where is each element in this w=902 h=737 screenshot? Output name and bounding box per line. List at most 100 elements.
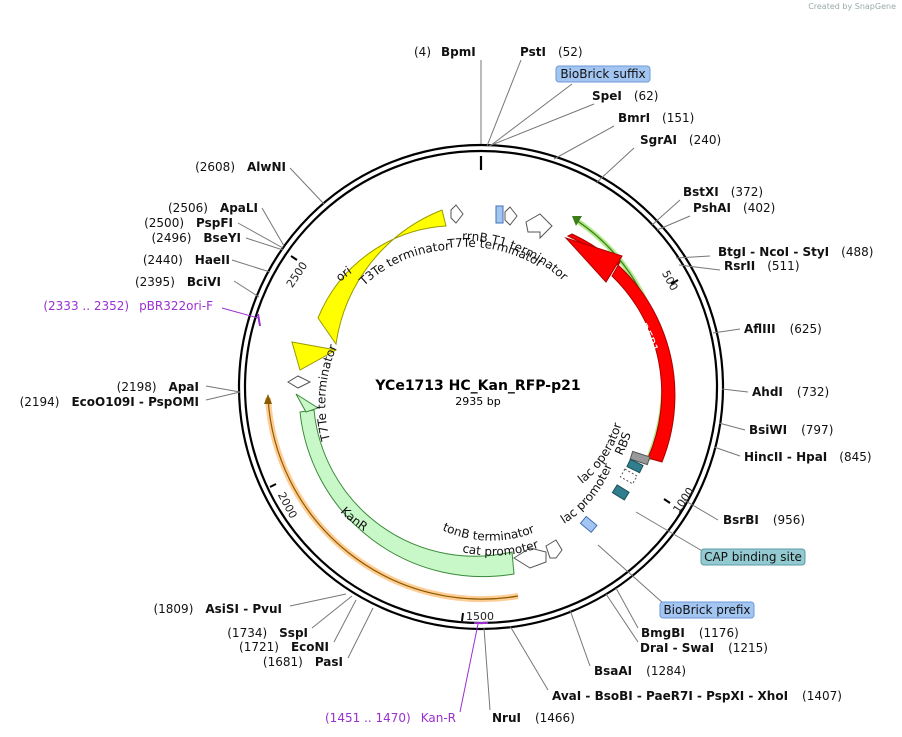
tick-mark-2000	[269, 483, 277, 488]
backbone-outer-ring	[237, 143, 725, 631]
mrfp1-feature[interactable]	[566, 233, 676, 463]
connector-econi	[333, 599, 357, 643]
site-label-afliii[interactable]: AflIII(625)	[744, 322, 822, 336]
rbs-marker[interactable]	[629, 450, 651, 466]
site-label-haeii[interactable]: (2440)HaeII	[143, 253, 230, 267]
t3te-terminator-marker[interactable]	[450, 204, 464, 224]
biobrick-suffix-box[interactable]: BioBrick suffix	[555, 65, 651, 83]
connector-ecoo109i	[205, 391, 241, 401]
tick-label-2500: 2500	[284, 260, 310, 290]
site-label-avai-group[interactable]: AvaI - BsoBI - PaeR7I - PspXI - XhoI(140…	[552, 689, 842, 703]
biobrick-prefix-marker[interactable]	[579, 515, 598, 534]
t7te-terminator-marker[interactable]	[504, 206, 518, 226]
site-label-spei[interactable]: SpeI(62)	[592, 89, 658, 103]
site-label-sgrai[interactable]: SgrAI(240)	[640, 133, 721, 147]
site-label-bsaai[interactable]: BsaAI(1284)	[594, 664, 686, 678]
biobrick-suffix-marker[interactable]	[495, 205, 504, 224]
tick-label-1500: 1500	[466, 610, 494, 623]
lac-promoter-marker[interactable]	[619, 468, 638, 485]
site-label-pspfi[interactable]: (2500)PspFI	[144, 216, 233, 230]
site-label-psti[interactable]: PstI(52)	[520, 45, 583, 59]
plasmid-length: 2935 bp	[455, 395, 500, 408]
connector-asisi	[289, 593, 347, 607]
connector-sspi	[311, 595, 353, 629]
cat-promoter-marker[interactable]	[513, 547, 547, 569]
connector-bsaai	[569, 609, 591, 667]
t7te-left-terminator-marker[interactable]	[287, 375, 312, 389]
connector-alwni	[289, 167, 325, 205]
connector-bseyi	[245, 237, 284, 251]
snapgene-credit: Created by SnapGene	[808, 2, 896, 11]
connector-rsrii	[678, 264, 721, 271]
site-label-rsrii[interactable]: RsrII(511)	[724, 259, 800, 273]
tick-mark-2500	[290, 255, 298, 261]
connector-pshai	[656, 215, 691, 231]
site-label-apai[interactable]: (2198)ApaI	[117, 380, 199, 394]
connector-pspfi	[237, 222, 284, 249]
site-label-pasi[interactable]: (1681)PasI	[263, 655, 343, 669]
tick-mark-1000	[663, 498, 671, 504]
site-label-econi[interactable]: (1721)EcoNI	[239, 640, 329, 654]
site-label-ecoo109i-pspomi[interactable]: (2194)EcoO109I - PspOMI	[20, 395, 199, 409]
site-label-btgi-ncoi-styi[interactable]: BtgI - NcoI - StyI(488)	[718, 245, 873, 259]
cap-site-marker[interactable]	[611, 484, 630, 501]
site-label-asisi-pvui[interactable]: (1809)AsiSI - PvuI	[153, 602, 282, 616]
site-label-bsrbi[interactable]: BsrBI(956)	[723, 513, 805, 527]
kanr-arrowhead	[295, 393, 320, 413]
connector-bmri	[553, 125, 615, 160]
site-label-bmgbi[interactable]: BmgBI(1176)	[641, 626, 739, 640]
ori-feature[interactable]	[317, 209, 447, 346]
site-label-pshai[interactable]: PshAI(402)	[693, 201, 775, 215]
site-label-sspi[interactable]: (1734)SspI	[227, 626, 308, 640]
tick-mark-500	[670, 279, 679, 285]
biobrick-suffix-box-bg	[555, 65, 651, 83]
biobrick-prefix-box[interactable]: BioBrick prefix	[659, 601, 755, 619]
site-label-hincii-hpai[interactable]: HincII - HpaI(845)	[744, 450, 872, 464]
site-label-nrui[interactable]: NruI(1466)	[492, 711, 575, 725]
connector-avai	[509, 625, 549, 691]
connector-biobrick-prefix	[597, 544, 665, 605]
site-label-bpmi[interactable]: (4)BpmI	[414, 45, 476, 59]
connector-sgrai	[595, 147, 635, 184]
site-label-ahdi[interactable]: AhdI(732)	[752, 385, 829, 399]
primer-label-pbr322ori-f[interactable]: (2333 .. 2352)pBR322ori-F	[43, 299, 213, 313]
mrfp1-arrowhead	[564, 236, 623, 283]
tick-mark-1500	[461, 612, 464, 622]
connector-drai	[605, 593, 639, 643]
connector-ahdi	[721, 388, 749, 393]
biobrick-prefix-box-bg	[659, 601, 755, 619]
site-label-drai-swai[interactable]: DraI - SwaI(1215)	[640, 641, 768, 655]
connector-hincii	[713, 446, 741, 457]
cap-site-box-bg	[700, 548, 806, 566]
connector-apali	[261, 207, 285, 247]
tonb-terminator-marker[interactable]	[545, 539, 563, 559]
primer-label-kan-r[interactable]: (1451 .. 1470)Kan-R	[325, 711, 456, 725]
biobrick-prefix-label: BioBrick prefix	[663, 603, 750, 617]
connector-kan-r	[459, 623, 479, 713]
tick-label-500: 500	[659, 268, 680, 293]
site-label-bsiwi[interactable]: BsiWI(797)	[749, 423, 833, 437]
feature-label-tonb: tonB terminator	[441, 520, 536, 544]
kanr-highlight-arrowhead	[264, 394, 272, 404]
site-label-bseyi[interactable]: (2496)BseYI	[152, 231, 242, 245]
site-label-bmri[interactable]: BmrI(151)	[618, 111, 694, 125]
connector-cap-site	[635, 511, 705, 553]
plasmid-name: YCe1713 HC_Kan_RFP-p21	[374, 378, 580, 394]
connector-biobrick-suffix	[489, 83, 573, 147]
site-label-bcivi[interactable]: (2395)BciVI	[135, 275, 221, 289]
biobrick-suffix-label: BioBrick suffix	[560, 67, 645, 81]
cap-site-box[interactable]: CAP binding site	[700, 548, 806, 566]
connector-bsiwi	[718, 422, 746, 431]
connector-haeii	[231, 259, 271, 273]
kanr-feature[interactable]	[299, 409, 515, 578]
lac-operator-marker[interactable]	[626, 458, 644, 474]
connector-apai	[205, 385, 241, 393]
site-label-apali[interactable]: (2506)ApaLI	[168, 201, 258, 215]
connector-psti	[486, 59, 522, 147]
site-label-alwni[interactable]: (2608)AlwNI	[195, 160, 286, 174]
cap-site-label: CAP binding site	[704, 550, 802, 564]
primer-pbr322ori-f-mark[interactable]	[257, 313, 261, 327]
rrnb-terminator-marker[interactable]	[525, 213, 553, 240]
site-label-bstxi[interactable]: BstXI(372)	[683, 185, 763, 199]
